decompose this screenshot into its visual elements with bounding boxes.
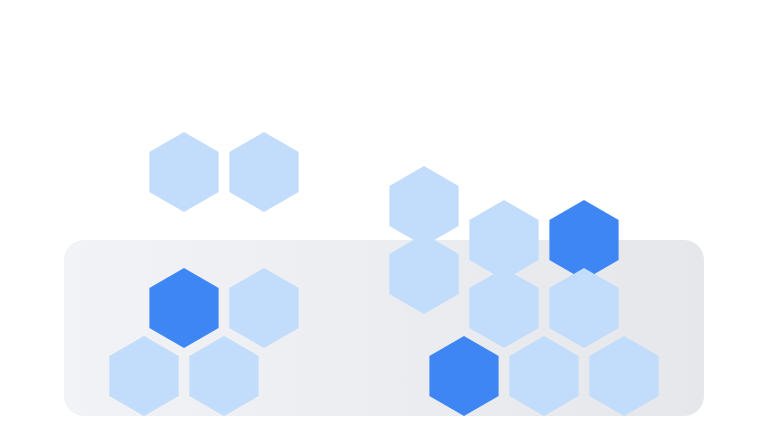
hexagon-tile-11-light <box>469 268 539 348</box>
hexagon-tile-2-light <box>229 132 299 212</box>
hexagon-group <box>109 132 659 416</box>
hexagon-tile-7-dark <box>149 268 219 348</box>
hexagon-tile-13-dark <box>429 336 499 416</box>
hexagon-tile-1-light <box>149 132 219 212</box>
hexagon-tile-10-light <box>189 336 259 416</box>
hexagon-tile-14-light <box>509 336 579 416</box>
hexagon-tile-5-dark <box>549 200 619 280</box>
hexagon-tile-3-light <box>389 166 459 246</box>
hexagon-tile-6-light <box>389 234 459 314</box>
hexagon-tile-15-light <box>589 336 659 416</box>
hexagon-tile-9-light <box>109 336 179 416</box>
hexagon-tile-4-light <box>469 200 539 280</box>
hexagon-tile-8-light <box>229 268 299 348</box>
hexagon-tile-12-light <box>549 268 619 348</box>
